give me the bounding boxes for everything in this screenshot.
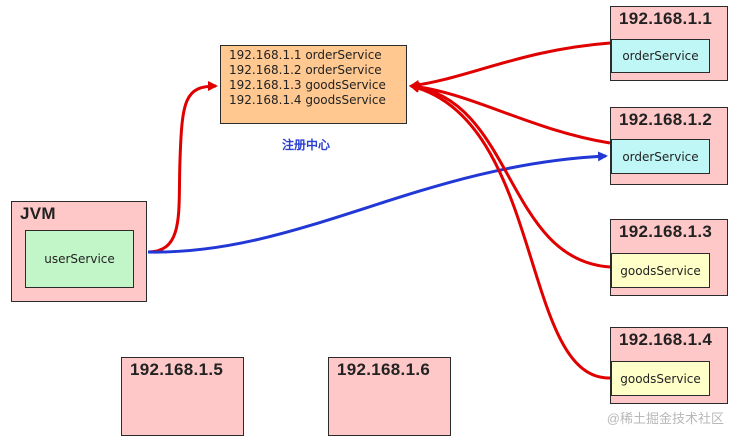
userservice-box: userService bbox=[25, 230, 134, 288]
orderservice-box: orderService bbox=[611, 39, 710, 73]
arrow-server-3-to-registry bbox=[409, 82, 611, 269]
arrow-server-2-to-registry bbox=[409, 81, 611, 145]
registry-entry: 192.168.1.1 orderService bbox=[229, 48, 382, 62]
arrow-server-4-to-registry bbox=[409, 83, 611, 380]
registry-box: 192.168.1.1 orderService 192.168.1.2 ord… bbox=[220, 45, 407, 124]
watermark: @稀土掘金技术社区 bbox=[606, 411, 724, 426]
server-node-2: 192.168.1.2 orderService bbox=[610, 107, 728, 185]
server-node-4: 192.168.1.4 goodsService bbox=[610, 327, 728, 404]
arrow-server-1-to-registry bbox=[409, 41, 611, 90]
goodsservice-box: goodsService bbox=[611, 361, 710, 396]
arrow-userservice-to-orderservice-2 bbox=[147, 151, 608, 254]
registry-entry: 192.168.1.3 goodsService bbox=[229, 78, 386, 92]
registry-label: 注册中心 bbox=[282, 138, 331, 152]
empty-node-ip: 192.168.1.5 bbox=[130, 360, 224, 379]
registry-entry: 192.168.1.4 goodsService bbox=[229, 93, 386, 107]
server-node-1: 192.168.1.1 orderService bbox=[610, 6, 728, 81]
registry-entry: 192.168.1.2 orderService bbox=[229, 63, 382, 77]
server-ip: 192.168.1.1 bbox=[619, 9, 713, 28]
jvm-node: JVM userService bbox=[11, 201, 147, 302]
arrow-userservice-to-registry bbox=[147, 81, 218, 254]
orderservice-box: orderService bbox=[611, 139, 710, 174]
empty-node-ip: 192.168.1.6 bbox=[337, 360, 431, 379]
empty-node-5: 192.168.1.5 bbox=[121, 357, 244, 436]
empty-node-6: 192.168.1.6 bbox=[328, 357, 451, 436]
goodsservice-box: goodsService bbox=[611, 253, 710, 288]
server-node-3: 192.168.1.3 goodsService bbox=[610, 219, 728, 296]
server-ip: 192.168.1.2 bbox=[619, 110, 713, 129]
server-ip: 192.168.1.3 bbox=[619, 222, 713, 241]
jvm-title: JVM bbox=[20, 204, 56, 223]
server-ip: 192.168.1.4 bbox=[619, 330, 713, 349]
